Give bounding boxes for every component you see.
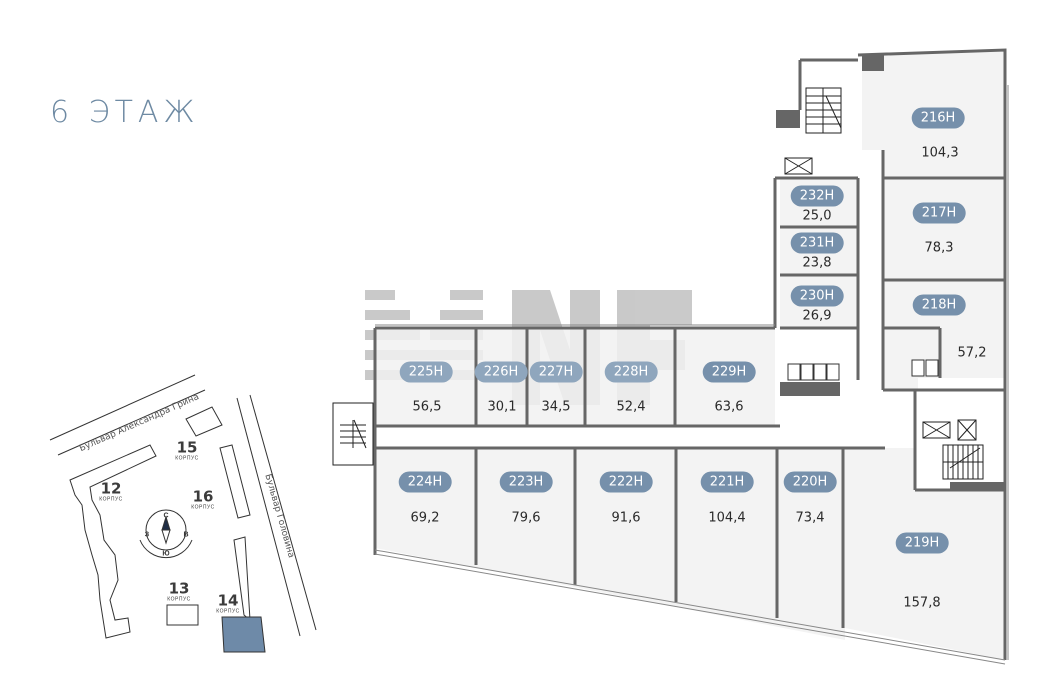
unit-area-216: 104,3 [921, 145, 959, 161]
unit-area-229: 63,6 [714, 399, 744, 415]
unit-area-228: 52,4 [616, 399, 646, 415]
unit-badge-223[interactable]: 223Н [499, 471, 553, 493]
unit-badge-217[interactable]: 217Н [912, 202, 966, 224]
unit-area-219: 157,8 [903, 595, 941, 611]
compass-south: Ю [162, 550, 170, 558]
stair-icon-left [332, 402, 374, 466]
unit-badge-226[interactable]: 226Н [474, 361, 528, 383]
unit-badge-220[interactable]: 220Н [783, 471, 837, 493]
unit-area-230: 26,9 [802, 308, 832, 324]
unit-badge-225[interactable]: 225Н [399, 361, 453, 383]
stair-icon-top [805, 87, 842, 134]
unit-badge-230[interactable]: 230Н [790, 285, 844, 307]
unit-badge-216[interactable]: 216Н [911, 107, 965, 129]
unit-area-226: 30,1 [487, 399, 517, 415]
unit-area-222: 91,6 [611, 510, 641, 526]
floor-title: 6 ЭТАЖ [50, 95, 200, 130]
unit-area-221: 104,4 [708, 510, 746, 526]
compass-east: В [183, 531, 189, 539]
unit-badge-232[interactable]: 232Н [790, 185, 844, 207]
unit-badge-219[interactable]: 219Н [895, 532, 949, 554]
unit-badge-224[interactable]: 224Н [398, 471, 452, 493]
unit-badge-229[interactable]: 229Н [702, 361, 756, 383]
unit-area-224: 69,2 [410, 510, 440, 526]
unit-badge-231[interactable]: 231Н [790, 232, 844, 254]
compass-west: З [144, 531, 150, 539]
unit-badge-222[interactable]: 222Н [599, 471, 653, 493]
unit-area-225: 56,5 [412, 399, 442, 415]
unit-area-218: 57,2 [957, 345, 987, 361]
unit-area-231: 23,8 [802, 255, 832, 271]
toilet-icon [787, 359, 939, 381]
unit-badge-218[interactable]: 218Н [912, 294, 966, 316]
site-map [49, 374, 317, 653]
unit-area-232: 25,0 [802, 208, 832, 224]
unit-badge-227[interactable]: 227Н [529, 361, 583, 383]
unit-badge-228[interactable]: 228Н [604, 361, 658, 383]
compass-north: С [163, 512, 169, 520]
elevator-icon [784, 157, 977, 441]
unit-badge-221[interactable]: 221Н [700, 471, 754, 493]
unit-area-217: 78,3 [924, 240, 954, 256]
unit-area-223: 79,6 [511, 510, 541, 526]
stair-icon-right [942, 444, 984, 480]
unit-area-220: 73,4 [795, 510, 825, 526]
unit-area-227: 34,5 [541, 399, 571, 415]
